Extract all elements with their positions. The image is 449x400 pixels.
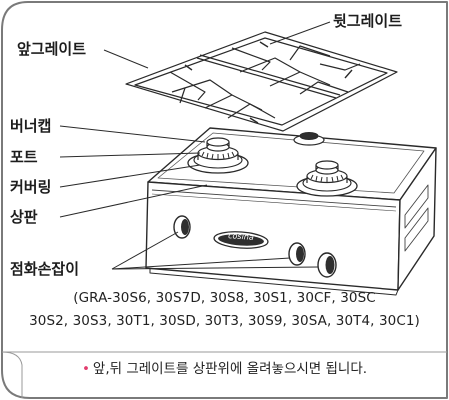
leader-top-plate (59, 184, 208, 218)
leader-cover-ring (59, 164, 201, 188)
leader-knob-middle (111, 257, 291, 270)
label-front-grate: 앞그레이트 (17, 40, 87, 58)
label-top-plate: 상판 (10, 208, 38, 226)
leader-knob-right (111, 266, 319, 270)
label-cover-ring: 커버링 (10, 178, 52, 196)
note-text: 앞,뒤 그레이트를 상판위에 올려놓으시면 됩니다. (92, 361, 368, 377)
ignition-knob-middle[interactable] (288, 242, 306, 266)
leader-burner-cap (59, 125, 206, 143)
leader-lines (59, 21, 331, 270)
note-bullet: • (81, 361, 90, 377)
leader-knob-left (111, 231, 179, 270)
grate (125, 31, 398, 132)
ignition-knob-right[interactable] (317, 252, 337, 278)
leader-front-grate (103, 49, 149, 69)
ignition-knob-left[interactable] (173, 215, 191, 239)
model-list-line-1: (GRA-30S6, 30S7D, 30S8, 30S1, 30CF, 30SC (73, 290, 376, 306)
model-list-line-2: 30S2, 30S3, 30T1, 30SD, 30T3, 30S9, 30SA… (29, 313, 420, 329)
label-port: 포트 (10, 148, 38, 166)
rear-burner (296, 160, 358, 197)
leader-rear-grate (269, 21, 331, 45)
label-burner-cap: 버너캡 (10, 117, 52, 135)
instruction-note: •앞,뒤 그레이트를 상판위에 올려놓으시면 됩니다. (0, 357, 449, 377)
brand-plate (213, 231, 269, 249)
label-ignition-knob: 점화손잡이 (10, 260, 80, 278)
small-burner (293, 132, 325, 146)
leader-port (59, 152, 201, 158)
label-rear-grate: 뒷그레이트 (333, 12, 403, 30)
